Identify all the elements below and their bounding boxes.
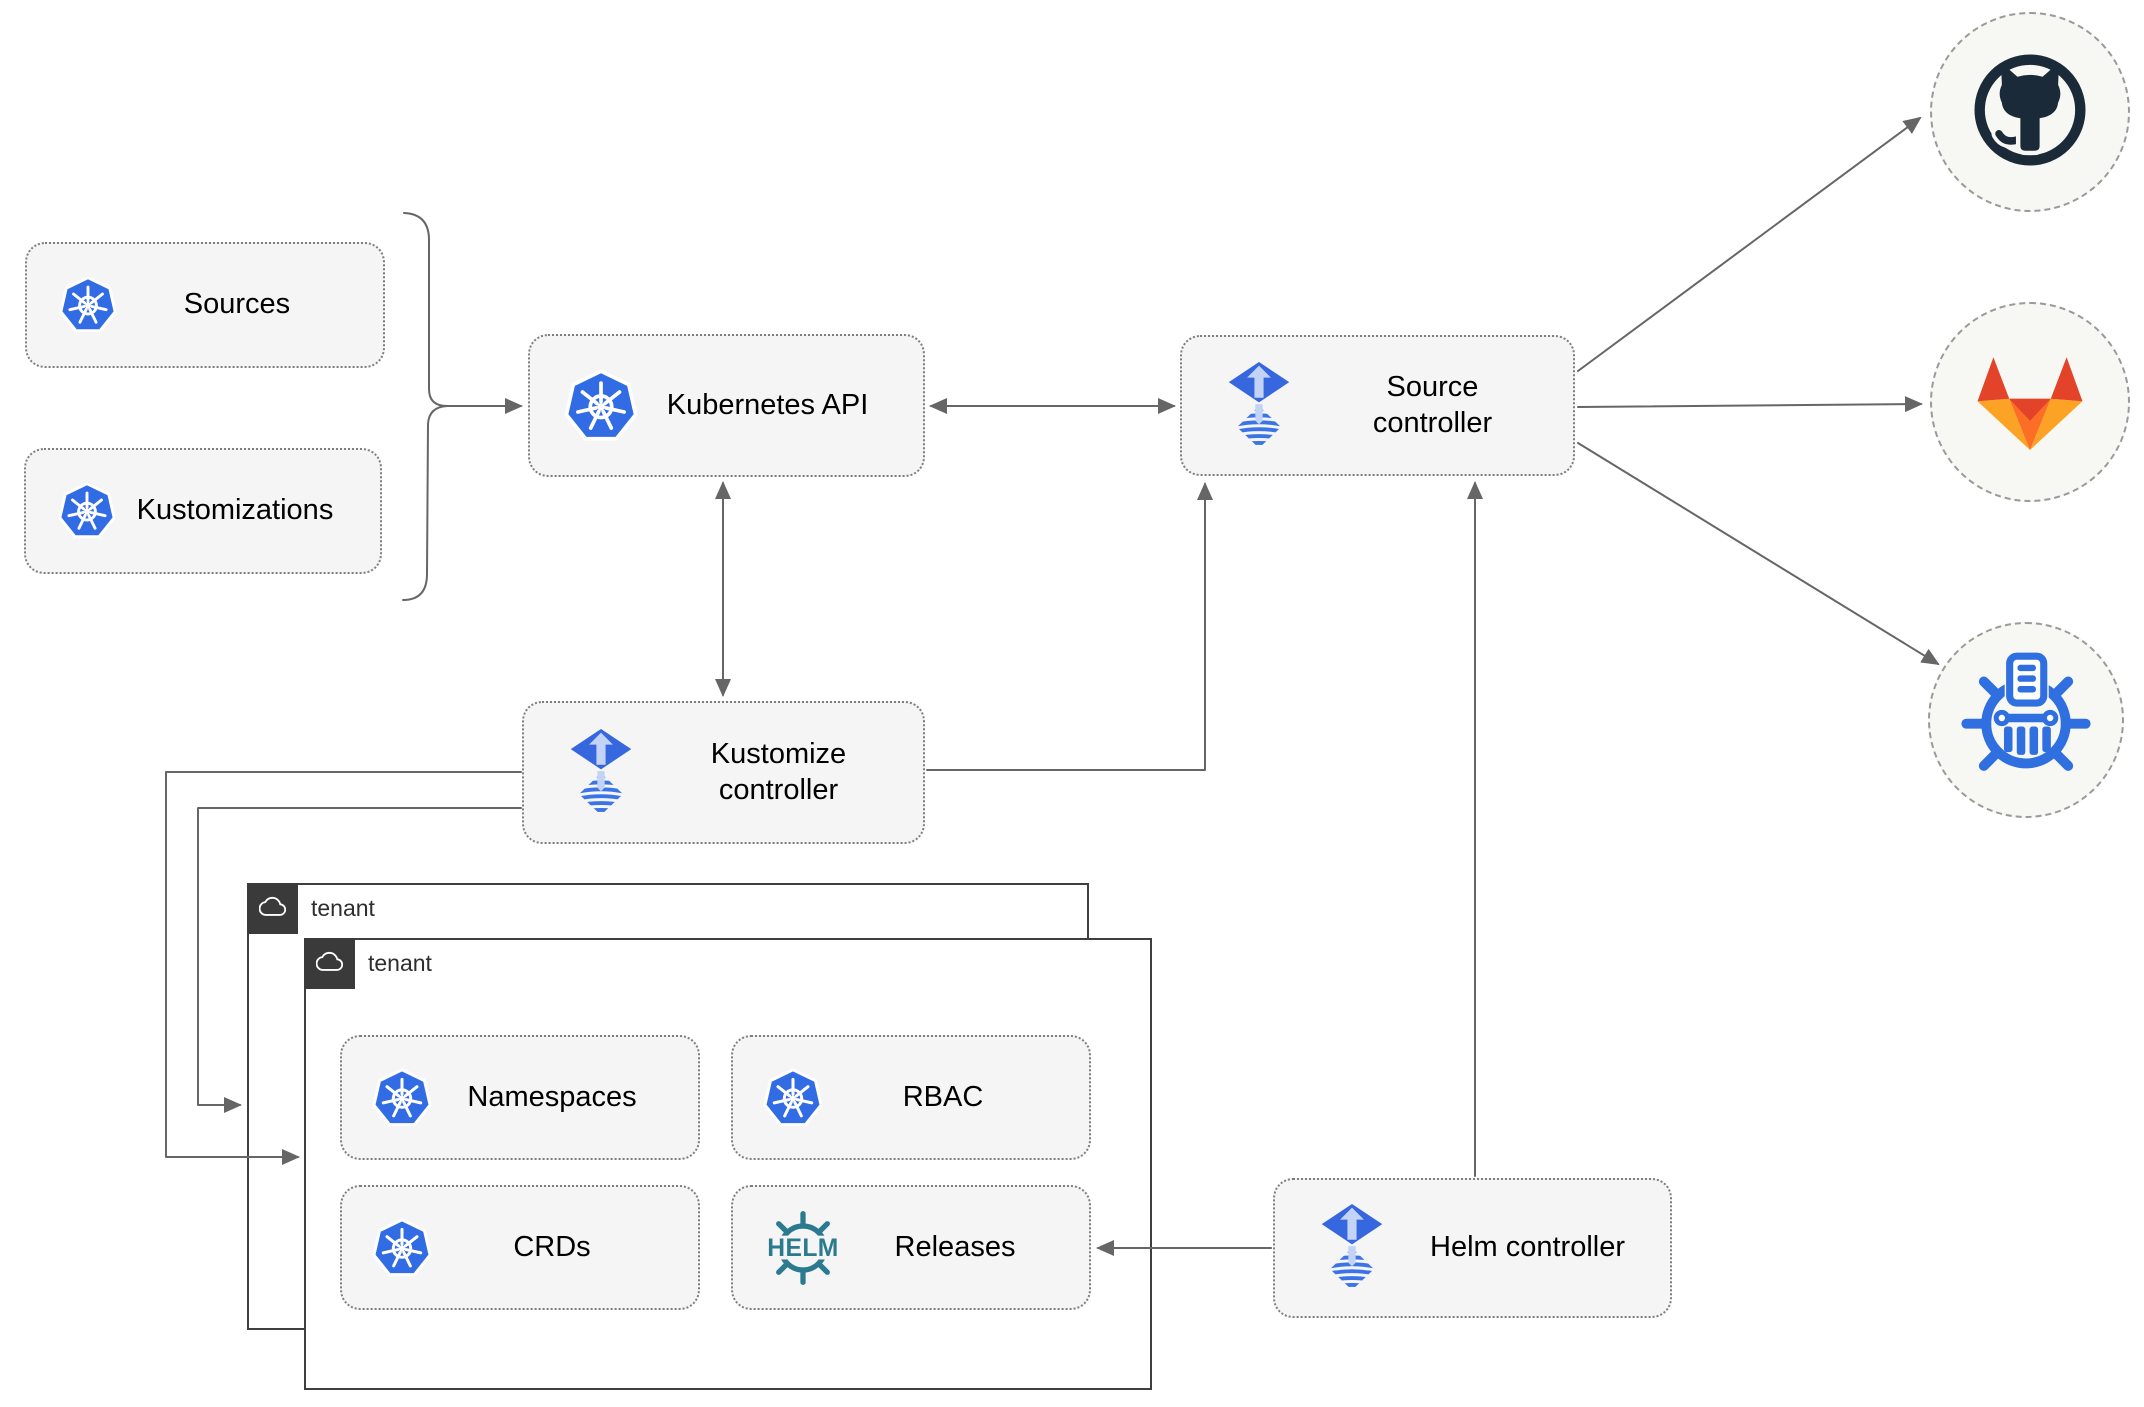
node-label: Helm controller (1430, 1231, 1625, 1264)
gitlab-icon (1969, 345, 2091, 460)
flux-icon (1226, 360, 1292, 452)
cloud-icon (315, 948, 344, 980)
node-crds: CRDs (340, 1185, 700, 1310)
node-helm-controller: Helm controller (1273, 1178, 1672, 1318)
kubernetes-icon (59, 276, 117, 334)
node-label: Namespaces (467, 1080, 637, 1113)
flux-icon (1319, 1202, 1385, 1294)
kubernetes-icon (372, 1218, 432, 1278)
node-kustomize-controller: Kustomize controller (522, 701, 925, 844)
kubernetes-icon (564, 369, 638, 443)
node-kubernetes-api: Kubernetes API (528, 334, 925, 477)
edge-source-to-gitlab (1577, 396, 1923, 413)
tenant-label: tenant (368, 950, 432, 976)
node-label: CRDs (513, 1230, 591, 1263)
node-source-controller: Source controller (1180, 335, 1575, 476)
kubernetes-icon (372, 1068, 432, 1128)
cloud-icon (258, 893, 287, 925)
remote-oci-registry (1928, 622, 2124, 818)
node-label: Source controller (1372, 370, 1493, 439)
remote-gitlab (1930, 302, 2130, 502)
tenant-label: tenant (311, 895, 375, 921)
node-label: Kustomizations (136, 494, 334, 527)
node-namespaces: Namespaces (340, 1035, 700, 1160)
tenant-box-inner: tenant (304, 938, 1152, 1390)
brace-sources-group (402, 212, 448, 601)
oci-registry-icon (1955, 647, 2097, 794)
node-label: Kubernetes API (666, 388, 869, 421)
kubernetes-icon (763, 1068, 823, 1128)
remote-github (1930, 12, 2130, 212)
tenant-header (304, 938, 355, 989)
edge-kustomize-to-source-controller (926, 482, 1213, 771)
edge-source-to-registry (1577, 442, 1940, 666)
node-label: Sources (183, 288, 291, 321)
node-releases: HELM Releases (731, 1185, 1091, 1310)
helm-logo-text: HELM (767, 1234, 839, 1261)
node-label: RBAC (902, 1080, 984, 1113)
node-sources: Sources (25, 242, 385, 368)
github-icon (1956, 36, 2104, 189)
tenant-header (247, 883, 298, 934)
helm-icon: HELM (759, 1204, 847, 1292)
edge-source-to-github (1577, 116, 1922, 372)
node-rbac: RBAC (731, 1035, 1091, 1160)
node-label: Releases (894, 1230, 1016, 1263)
flux-icon (568, 727, 634, 819)
node-label: Kustomize controller (710, 737, 847, 806)
kubernetes-icon (58, 482, 116, 540)
node-kustomizations: Kustomizations (24, 448, 382, 574)
